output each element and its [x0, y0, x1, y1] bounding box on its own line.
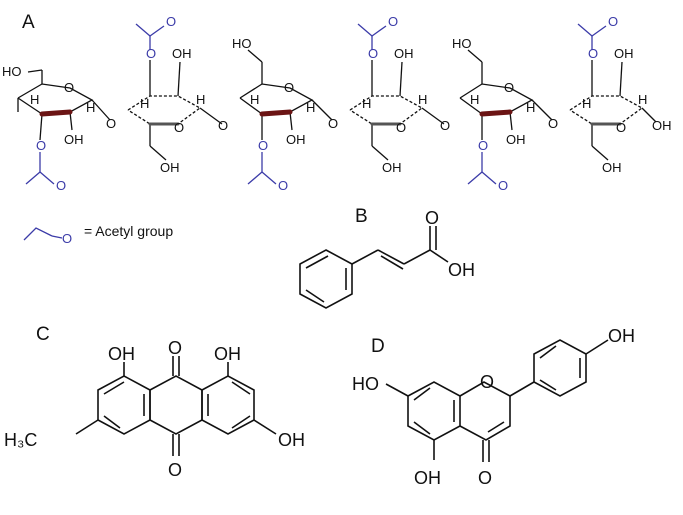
a-o-ring-2: O — [174, 120, 184, 135]
a-oh-10: OH — [652, 118, 672, 133]
d-o-ring: O — [480, 372, 494, 392]
a-o-link-3: O — [328, 116, 338, 131]
acetyl-o-9: O — [478, 138, 488, 153]
b-oh: OH — [448, 260, 475, 280]
acetyl-o-8: O — [388, 14, 398, 29]
legend-o: O — [62, 231, 72, 246]
a-oh-5: OH — [394, 46, 414, 61]
acetyl-o-7: O — [368, 46, 378, 61]
a-o-ring-3: O — [284, 80, 294, 95]
a-ho-2: HO — [232, 36, 252, 51]
c-oh-right: OH — [214, 344, 241, 364]
d-ho-left: HO — [352, 374, 379, 394]
acetyl-o-10: O — [498, 178, 508, 193]
a-o-ring-6: O — [616, 120, 626, 135]
a-h-6: H — [306, 100, 315, 115]
a-h-5: H — [250, 92, 259, 107]
a-oh-4: OH — [286, 132, 306, 147]
acetyl-o-4: O — [166, 14, 176, 29]
a-oh-3: OH — [160, 160, 180, 175]
a-oh-1: OH — [64, 132, 84, 147]
a-o-link-1: O — [106, 116, 116, 131]
panel-label-b: B — [355, 206, 368, 227]
legend-text: = Acetyl group — [84, 223, 173, 239]
acetyl-o-6: O — [278, 178, 288, 193]
a-h-2: H — [86, 100, 95, 115]
a-o-ring-1: O — [64, 80, 74, 95]
d-oh-top: OH — [608, 326, 635, 346]
c-o-bottom: O — [168, 460, 182, 480]
a-oh-6: OH — [382, 160, 402, 175]
c-oh-left: OH — [108, 344, 135, 364]
apigenin: O O HO OH OH — [352, 326, 635, 488]
a-h-3: H — [140, 96, 149, 111]
c-o-top: O — [168, 338, 182, 358]
acetyl-o-1: O — [36, 138, 46, 153]
panel-label-c: C — [36, 324, 50, 345]
cinnamic-acid: O OH — [299, 208, 475, 309]
a-h-11: H — [582, 96, 591, 111]
a-o-link-5: O — [548, 116, 558, 131]
a-o-link-2: O — [218, 118, 228, 133]
acetyl-o-2: O — [56, 178, 66, 193]
a-h-8: H — [418, 92, 427, 107]
d-oh-bottom: OH — [414, 468, 441, 488]
a-o-ring-5: O — [504, 80, 514, 95]
a-oh-2: OH — [172, 46, 192, 61]
a-oh-7: OH — [506, 132, 526, 147]
a-h-9: H — [470, 92, 479, 107]
a-o-ring-4: O — [396, 120, 406, 135]
a-h-4: H — [196, 92, 205, 107]
acetyl-o-12: O — [608, 14, 618, 29]
acetyl-o-11: O — [588, 46, 598, 61]
panel-label-d: D — [371, 336, 385, 357]
a-oh-9: OH — [602, 160, 622, 175]
a-h-10: H — [526, 100, 535, 115]
a-ho-1: HO — [2, 64, 22, 79]
a-oh-8: OH — [614, 46, 634, 61]
c-oh-bottom: OH — [278, 430, 305, 450]
panel-label-a: A — [22, 12, 35, 33]
a-h-1: H — [30, 92, 39, 107]
a-o-link-4: O — [440, 118, 450, 133]
acetyl-o-3: O — [146, 46, 156, 61]
a-ho-3: HO — [452, 36, 472, 51]
acetyl-o-5: O — [258, 138, 268, 153]
c-methyl: H₃C — [4, 430, 37, 450]
a-h-7: H — [362, 96, 371, 111]
emodin: O O OH OH H₃C OH — [4, 338, 305, 480]
b-o-carbonyl: O — [425, 208, 439, 228]
a-h-12: H — [638, 92, 647, 107]
acetyl-legend: O = Acetyl group — [23, 223, 173, 246]
d-o-carbonyl: O — [478, 468, 492, 488]
glucomannan-chain: O O O O O O O O O O O O HO O H H OH O OH… — [2, 14, 672, 246]
